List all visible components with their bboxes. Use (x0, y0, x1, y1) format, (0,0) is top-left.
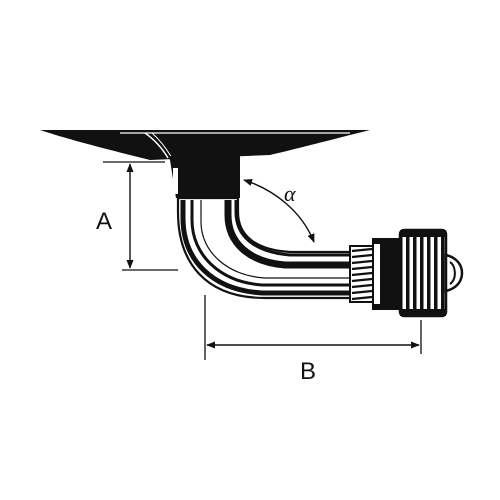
valve-collar (168, 156, 240, 198)
rubber-base (40, 130, 370, 160)
dimension-a: A (96, 161, 178, 271)
angle-alpha: α (243, 179, 315, 243)
angle-alpha-label: α (284, 181, 296, 206)
valve-cap (398, 228, 464, 318)
dimension-b-label: B (300, 358, 316, 385)
angle-alpha-arc (243, 179, 315, 243)
thread-section (349, 238, 404, 310)
dimension-a-label: A (96, 208, 112, 235)
valve-stem (176, 196, 354, 300)
dimension-b: B (204, 295, 422, 385)
